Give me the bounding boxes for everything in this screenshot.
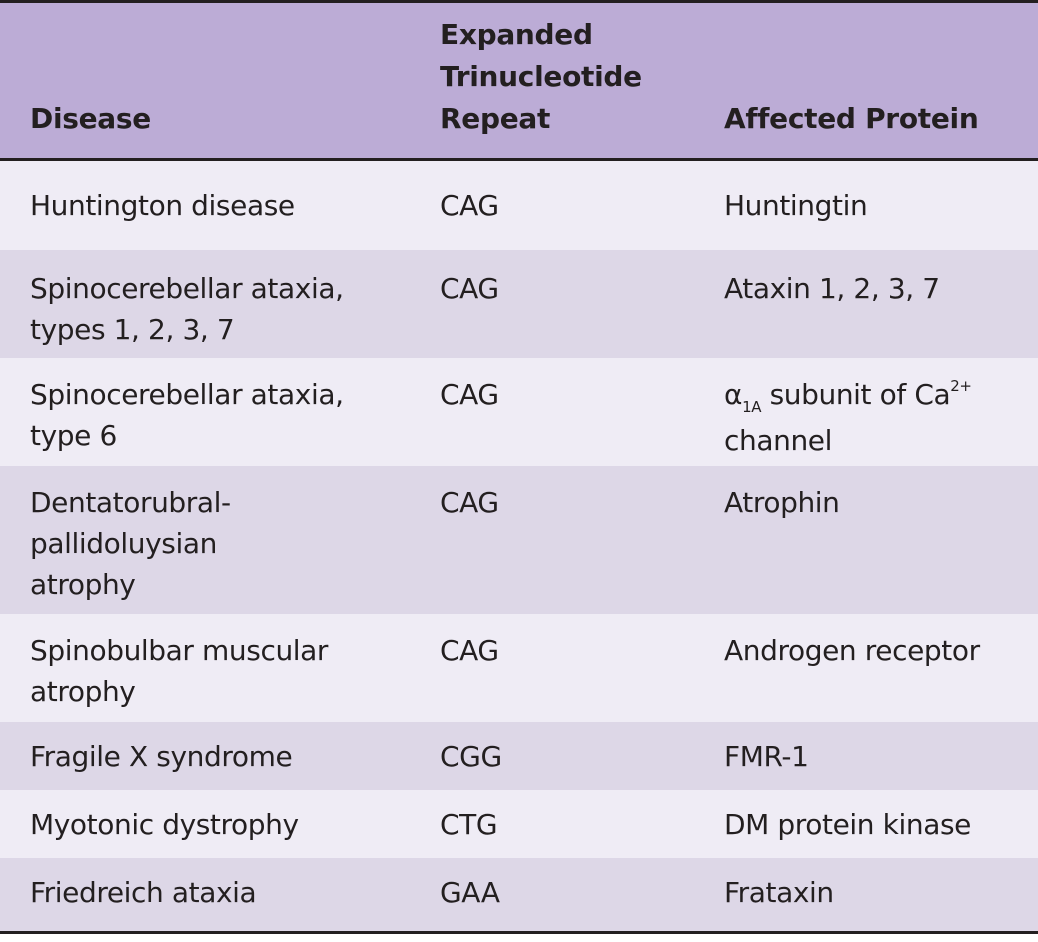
- table-row: Huntington disease CAG Huntingtin: [0, 161, 1038, 250]
- header-repeat-line2: Trinucleotide: [440, 60, 642, 93]
- protein-cell: DM protein kinase: [724, 808, 971, 841]
- header-repeat-line1: Expanded: [440, 18, 593, 51]
- table-row: Spinocerebellar ataxia, type 6 CAG α1A s…: [0, 358, 1038, 466]
- header-repeat-line3: Repeat: [440, 102, 551, 135]
- repeat-cell: CAG: [440, 189, 499, 222]
- table-header: Disease Expanded Trinucleotide Repeat Af…: [0, 0, 1038, 161]
- alpha-symbol: α: [724, 378, 743, 411]
- table-row: Dentatorubral- pallidoluysian atrophy CA…: [0, 466, 1038, 614]
- header-expanded-repeat: Expanded Trinucleotide Repeat: [440, 14, 642, 140]
- disease-cell: Spinobulbar muscular atrophy: [30, 634, 329, 708]
- protein-cell: Androgen receptor: [724, 634, 980, 667]
- protein-cell: Atrophin: [724, 486, 840, 519]
- repeat-cell: CAG: [440, 634, 499, 667]
- protein-cell: Ataxin 1, 2, 3, 7: [724, 272, 940, 305]
- subscript-1a: 1A: [742, 398, 762, 416]
- protein-cell: α1A subunit of Ca2+ channel: [724, 374, 972, 461]
- table-bottom-rule: [0, 931, 1038, 934]
- protein-cell: FMR-1: [724, 740, 809, 773]
- protein-subunit-text: subunit of Ca: [761, 378, 951, 411]
- table-row: Fragile X syndrome CGG FMR-1: [0, 722, 1038, 790]
- repeat-cell: CTG: [440, 808, 498, 841]
- table-row: Myotonic dystrophy CTG DM protein kinase: [0, 790, 1038, 858]
- table-row: Friedreich ataxia GAA Frataxin: [0, 858, 1038, 931]
- table-row: Spinobulbar muscular atrophy CAG Androge…: [0, 614, 1038, 722]
- disease-cell: Huntington disease: [30, 189, 295, 222]
- disease-cell: Spinocerebellar ataxia, type 6: [30, 378, 344, 452]
- repeat-cell: CGG: [440, 740, 502, 773]
- repeat-cell: CAG: [440, 486, 499, 519]
- disease-cell: Fragile X syndrome: [30, 740, 293, 773]
- superscript-2plus: 2+: [950, 377, 972, 395]
- disease-cell: Friedreich ataxia: [30, 876, 257, 909]
- header-disease: Disease: [30, 102, 151, 135]
- table-row: Spinocerebellar ataxia, types 1, 2, 3, 7…: [0, 250, 1038, 358]
- repeat-cell: CAG: [440, 272, 499, 305]
- disease-cell: Dentatorubral- pallidoluysian atrophy: [30, 486, 231, 601]
- header-affected-protein: Affected Protein: [724, 102, 979, 135]
- disease-cell: Spinocerebellar ataxia, types 1, 2, 3, 7: [30, 272, 344, 346]
- protein-cell: Huntingtin: [724, 189, 868, 222]
- disease-cell: Myotonic dystrophy: [30, 808, 299, 841]
- protein-alpha-line: α1A subunit of Ca2+: [724, 374, 972, 420]
- repeat-cell: CAG: [440, 378, 499, 411]
- protein-cell: Frataxin: [724, 876, 834, 909]
- repeat-cell: GAA: [440, 876, 500, 909]
